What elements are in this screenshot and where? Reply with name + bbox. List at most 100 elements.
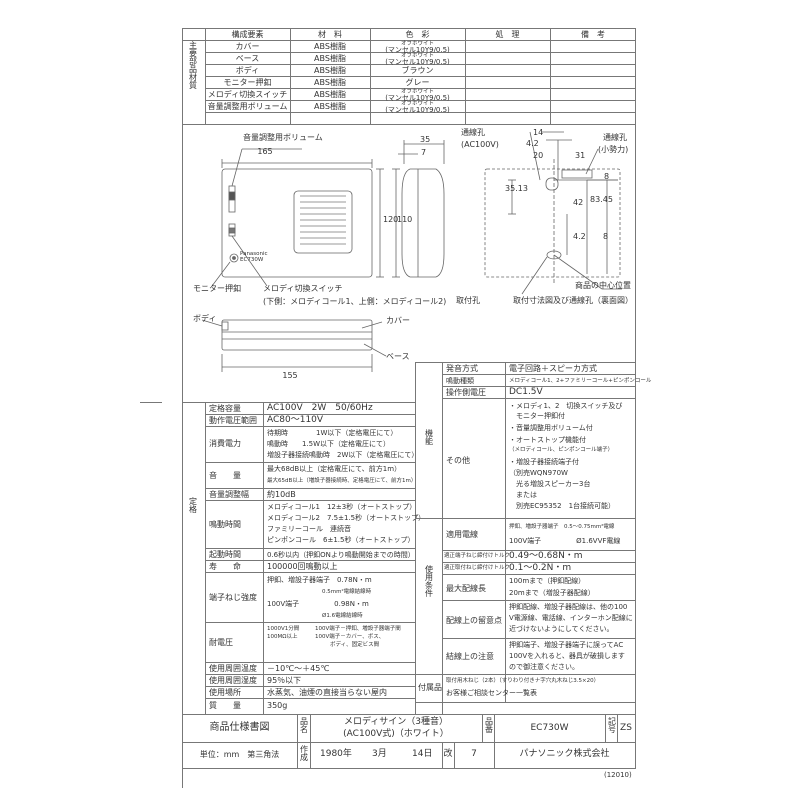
header-finish: 処 理 — [495, 30, 520, 39]
label-hole-ac-sub: (AC100V) — [461, 140, 499, 149]
usage-label: 適正取付ねじ締付けトルク — [444, 565, 511, 571]
material-row-color-bottom: グレー — [405, 78, 430, 87]
divider-spec-group — [205, 402, 206, 714]
material-row-component: モニター押釦 — [223, 78, 272, 87]
spec-value-line: ピンポンコール 6±1.5秒（オートストップ） — [267, 536, 415, 544]
spec-value-line: Ø1.6電線結線時 — [267, 613, 363, 619]
rev-value: 7 — [471, 749, 477, 759]
label-body: ボディ — [193, 314, 217, 323]
spec-value: 約10dB — [267, 490, 296, 499]
function-value: メロディコール1、2+ファミリーコール+ピンポンコール — [509, 378, 652, 384]
label-cover: カバー — [386, 316, 410, 325]
product-number: EC730W — [530, 723, 569, 733]
function-line: 光る増設スピーカー3台 — [509, 480, 591, 488]
spec-value-line: 待期時 1W以下（定格電圧にて） — [267, 429, 398, 437]
material-row-material: ABS樹脂 — [314, 78, 346, 87]
dim-83-45: 83.45 — [590, 195, 613, 204]
material-row-component: カバー — [235, 42, 260, 51]
function-label: 発音方式 — [446, 364, 478, 373]
label-switch: メロディ切換スイッチ — [263, 284, 343, 293]
day: 14日 — [412, 749, 433, 759]
divider-func-group — [442, 362, 443, 714]
made-label: 作成 — [300, 745, 308, 762]
spec-label: 寿 命 — [209, 562, 241, 571]
usage-group-label: 使用条件 — [425, 565, 433, 598]
material-row-color-top: オフホワイト — [400, 89, 434, 95]
function-label: 操作側電圧 — [446, 388, 486, 397]
spec-value: AC80～110V — [267, 415, 324, 425]
spec-label: 起動時間 — [209, 550, 241, 559]
spec-value: 100000回鳴動以上 — [267, 562, 338, 571]
number-label: 品番 — [485, 717, 493, 734]
header-remarks: 備 考 — [581, 30, 605, 39]
usage-label: 結線上の注意 — [446, 652, 494, 661]
product-name-line2: (AC100V式)（ホワイト） — [343, 729, 449, 739]
function-value: DC1.5V — [509, 387, 543, 397]
usage-line: V電源線、電話線、インターホン配線に — [509, 614, 633, 622]
spec-value-line: メロディコール2 7.5±1.5秒（オートストップ） — [267, 514, 426, 522]
spec-label: 質 量 — [209, 701, 241, 710]
usage-line: 押釦配線、増設子器配線は、他の100 — [509, 603, 628, 611]
spec-value-line: 鳴動時 1.5W以下（定格電圧にて） — [267, 440, 391, 448]
model-label-small: EC730W — [240, 257, 264, 263]
spec-label: 使用周囲湿度 — [209, 676, 257, 685]
usage-label: 適正端子ねじ締付けトルク — [444, 553, 511, 559]
spec-value: －10℃～＋45℃ — [267, 664, 330, 673]
material-row-color-bottom: (マンセル10Y9/0.5) — [385, 94, 450, 102]
material-row-component: ボディ — [235, 66, 260, 75]
usage-line: 押釦端子、増設子器端子に誤ってAC — [509, 641, 624, 649]
doc-code: (12010) — [604, 771, 632, 779]
frame-right — [635, 28, 636, 768]
function-label: 鳴動種類 — [446, 377, 474, 385]
accessories-line: 取付用木ねじ（2本）（すりわり付きナ字穴丸木ねじ3.5×20） — [446, 678, 600, 684]
usage-line: 100V端子 Ø1.6VVF電線 — [509, 537, 621, 545]
year: 1980年 — [320, 749, 352, 759]
company-name: パナソニック株式会社 — [519, 749, 610, 759]
spec-value-line: 100V端子－押釦、増設子器端子間 — [315, 626, 401, 632]
spec-value-line: ファミリーコール 連続音 — [267, 525, 351, 533]
spec-value: 95％以下 — [267, 676, 302, 685]
product-name-line1: メロディサイン（3種音） — [343, 717, 449, 727]
rev-label: 改 — [443, 749, 453, 759]
function-line: 別売EC95352 1台接続可能） — [509, 502, 616, 510]
material-row-color-top: オフホワイト — [400, 53, 434, 59]
spec-label: 端子ねじ強度 — [209, 593, 257, 602]
label-volume: 音量調整用ボリューム — [243, 133, 323, 142]
dim-7: 7 — [421, 148, 427, 157]
spec-label: 消費電力 — [209, 439, 241, 448]
left-mark — [140, 402, 162, 403]
function-group-label: 機能 — [425, 429, 433, 446]
dim-110: 110 — [397, 215, 413, 224]
usage-line: 押釦、増設子器端子 0.5～0.75mm²電線 — [509, 524, 615, 530]
function-line: モニター押釦付 — [509, 412, 565, 420]
divider-spec-label — [263, 402, 264, 714]
frame-left — [182, 28, 183, 788]
spec-value-line: メロディコール1 12±3秒（オートストップ） — [267, 503, 417, 511]
symbol-label: 記号 — [608, 717, 616, 734]
usage-label: 配線上の留意点 — [446, 616, 502, 625]
spec-value-line: ボディ、固定ビス間 — [330, 642, 380, 648]
usage-line: ので御注意ください。 — [509, 663, 579, 671]
spec-value-line: 最大68dB以上（定格電圧にて、前方1m） — [267, 465, 402, 473]
technical-drawing — [201, 131, 622, 372]
label-hole-small-sub: (小勢力) — [598, 145, 629, 154]
function-line: （別売WQN970W — [509, 469, 568, 477]
material-row-color-top: オフホワイト — [400, 101, 434, 107]
spec-value-line: 100V端子 0.98N・m — [267, 600, 369, 608]
dim-120: 120 — [383, 215, 399, 224]
usage-value: 0.49～0.68N・m — [509, 551, 583, 561]
material-row-material: ABS樹脂 — [314, 90, 346, 99]
label-hole-ac: 通線孔 — [461, 128, 485, 137]
dim-35-13: 35.13 — [505, 184, 528, 193]
usage-label: 適用電線 — [446, 530, 478, 539]
spec-value-line: 100V端子－カバー、ボス、 — [315, 634, 385, 640]
function-line: ・音量調整用ボリューム付 — [509, 424, 593, 432]
materials-row-label: 主要部品材質 — [189, 41, 197, 90]
spec-value: 350g — [267, 701, 288, 710]
divider-middle — [415, 362, 416, 714]
brand-logo: Panasonic — [240, 251, 268, 257]
dim-165: 165 — [257, 147, 273, 156]
spec-label: 音量調整幅 — [209, 490, 249, 499]
spec-label: 定格容量 — [209, 404, 241, 413]
material-row-color-bottom: (マンセル10Y9/0.5) — [385, 46, 450, 54]
